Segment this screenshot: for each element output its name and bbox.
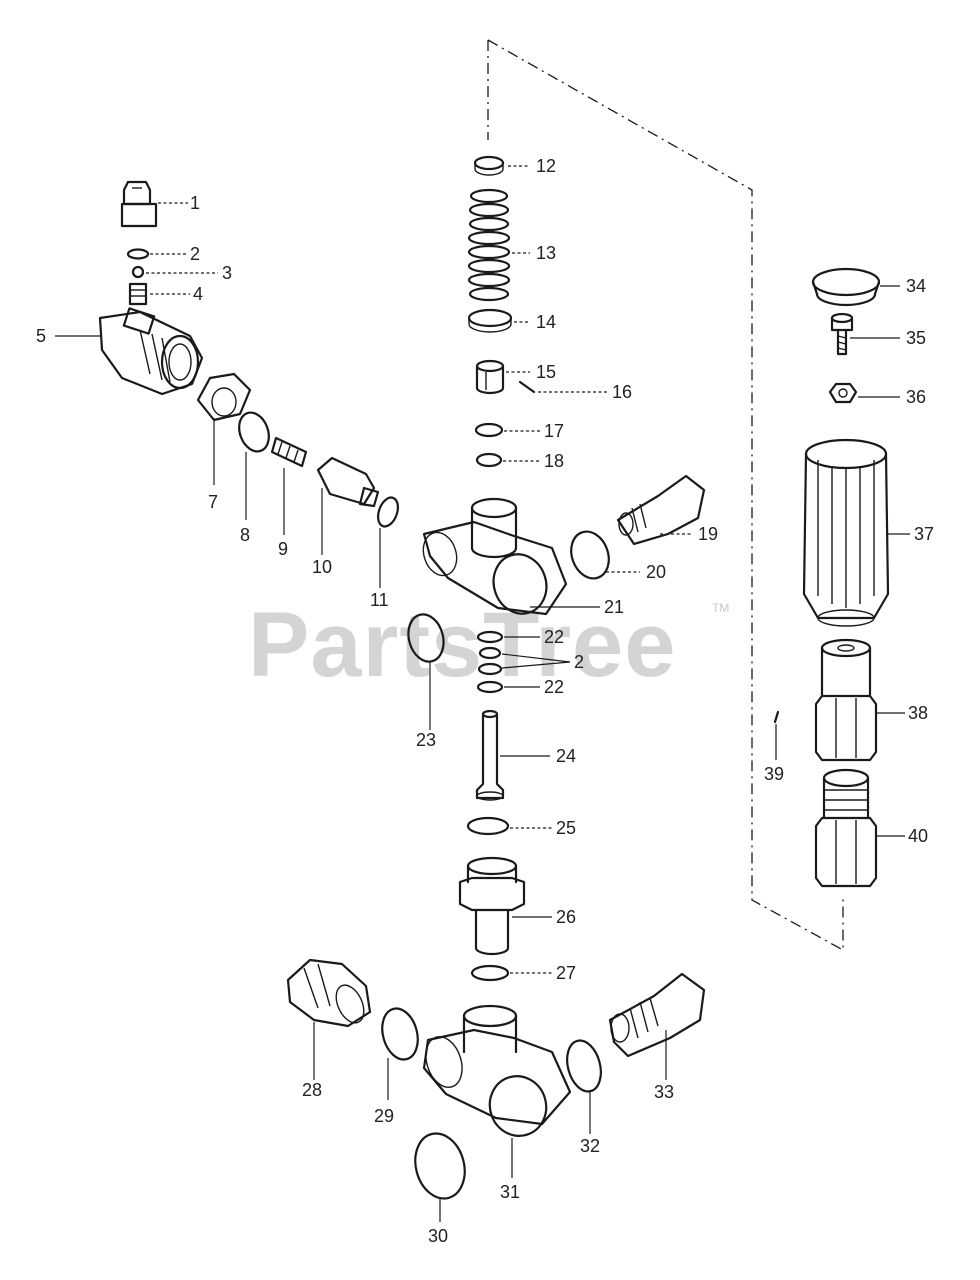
part-1-fitting — [120, 180, 158, 228]
part-9-spring — [270, 436, 308, 468]
callout-13: 13 — [536, 243, 556, 263]
callout-22-lower: 22 — [544, 677, 564, 697]
part-2-oring-a — [478, 646, 502, 660]
part-18-oring — [475, 452, 503, 468]
part-10-plug — [316, 456, 380, 508]
callout-33: 33 — [654, 1082, 674, 1102]
callout-35: 35 — [906, 328, 926, 348]
part-36-nut — [828, 382, 858, 404]
callout-32: 32 — [580, 1136, 600, 1156]
part-29-gasket — [381, 1007, 419, 1061]
part-25-oring — [466, 816, 510, 836]
callout-18: 18 — [544, 451, 564, 471]
part-11-oring — [377, 496, 399, 528]
part-5-body — [98, 307, 204, 396]
assembly-boundary-line — [487, 39, 844, 952]
part-26-connector — [458, 856, 526, 956]
callout-21: 21 — [604, 597, 624, 617]
part-37-handle-grip — [802, 438, 890, 627]
callout-40: 40 — [908, 826, 928, 846]
callout-28: 28 — [302, 1080, 322, 1100]
part-27-oring — [470, 964, 510, 982]
callout-24: 24 — [556, 746, 576, 766]
watermark: PartsTree — [248, 594, 676, 696]
callout-14: 14 — [536, 312, 556, 332]
part-35-screw — [830, 312, 854, 356]
callout-4: 4 — [193, 284, 203, 304]
part-2-oring — [126, 248, 150, 260]
callout-34: 34 — [906, 276, 926, 296]
part-22-oring-lower — [476, 680, 504, 694]
callout-12: 12 — [536, 156, 556, 176]
part-22-oring-upper — [476, 630, 504, 644]
callout-38: 38 — [908, 703, 928, 723]
part-30-gasket — [414, 1132, 466, 1200]
part-19-fitting — [616, 474, 706, 546]
part-14-washer — [467, 308, 513, 333]
part-12-cap — [473, 155, 505, 176]
callout-16: 16 — [612, 382, 632, 402]
callout-19: 19 — [698, 524, 718, 544]
part-16-pin — [518, 380, 536, 394]
callout-36: 36 — [906, 387, 926, 407]
watermark-trademark: TM — [712, 601, 729, 615]
callout-labels: 1 2 3 4 5 7 8 9 10 11 12 13 14 15 16 17 … — [36, 156, 934, 1246]
callout-25: 25 — [556, 818, 576, 838]
callout-29: 29 — [374, 1106, 394, 1126]
part-7-nut — [196, 372, 252, 422]
callout-23: 23 — [416, 730, 436, 750]
part-21-tee-body — [422, 497, 568, 616]
callout-9: 9 — [278, 539, 288, 559]
part-38-coupler — [814, 638, 878, 762]
part-33-fitting — [608, 972, 706, 1058]
callout-20: 20 — [646, 562, 666, 582]
part-40-coupler — [814, 768, 878, 888]
callout-5: 5 — [36, 326, 46, 346]
part-4-spring — [128, 282, 148, 306]
callout-30: 30 — [428, 1226, 448, 1246]
callout-3: 3 — [222, 263, 232, 283]
part-15-collar — [475, 359, 505, 395]
part-32-gasket — [566, 1039, 602, 1093]
part-23-gasket — [407, 613, 445, 663]
part-20-gasket — [570, 530, 610, 580]
callout-11: 11 — [370, 590, 389, 610]
part-28-fitting — [286, 958, 372, 1028]
part-13-spring — [467, 188, 511, 302]
callout-8: 8 — [240, 525, 250, 545]
callout-17: 17 — [544, 421, 564, 441]
callout-39: 39 — [764, 764, 784, 784]
part-34-cap — [811, 267, 881, 307]
part-31-tee-body — [422, 1004, 572, 1137]
part-8-oring — [238, 411, 270, 453]
callout-22-upper: 22 — [544, 627, 564, 647]
part-3-ball — [131, 265, 145, 279]
callout-1: 1 — [190, 193, 200, 213]
part-17-oring — [474, 422, 504, 438]
callout-15: 15 — [536, 362, 556, 382]
callout-31: 31 — [500, 1182, 520, 1202]
callout-10: 10 — [312, 557, 332, 577]
callout-37: 37 — [914, 524, 934, 544]
part-39-pin — [773, 710, 780, 724]
callout-26: 26 — [556, 907, 576, 927]
callout-2-center: 2 — [574, 652, 584, 672]
callout-7: 7 — [208, 492, 218, 512]
part-24-valve-stem — [475, 709, 505, 801]
callout-27: 27 — [556, 963, 576, 983]
part-2-oring-b — [477, 662, 503, 676]
callout-2: 2 — [190, 244, 200, 264]
